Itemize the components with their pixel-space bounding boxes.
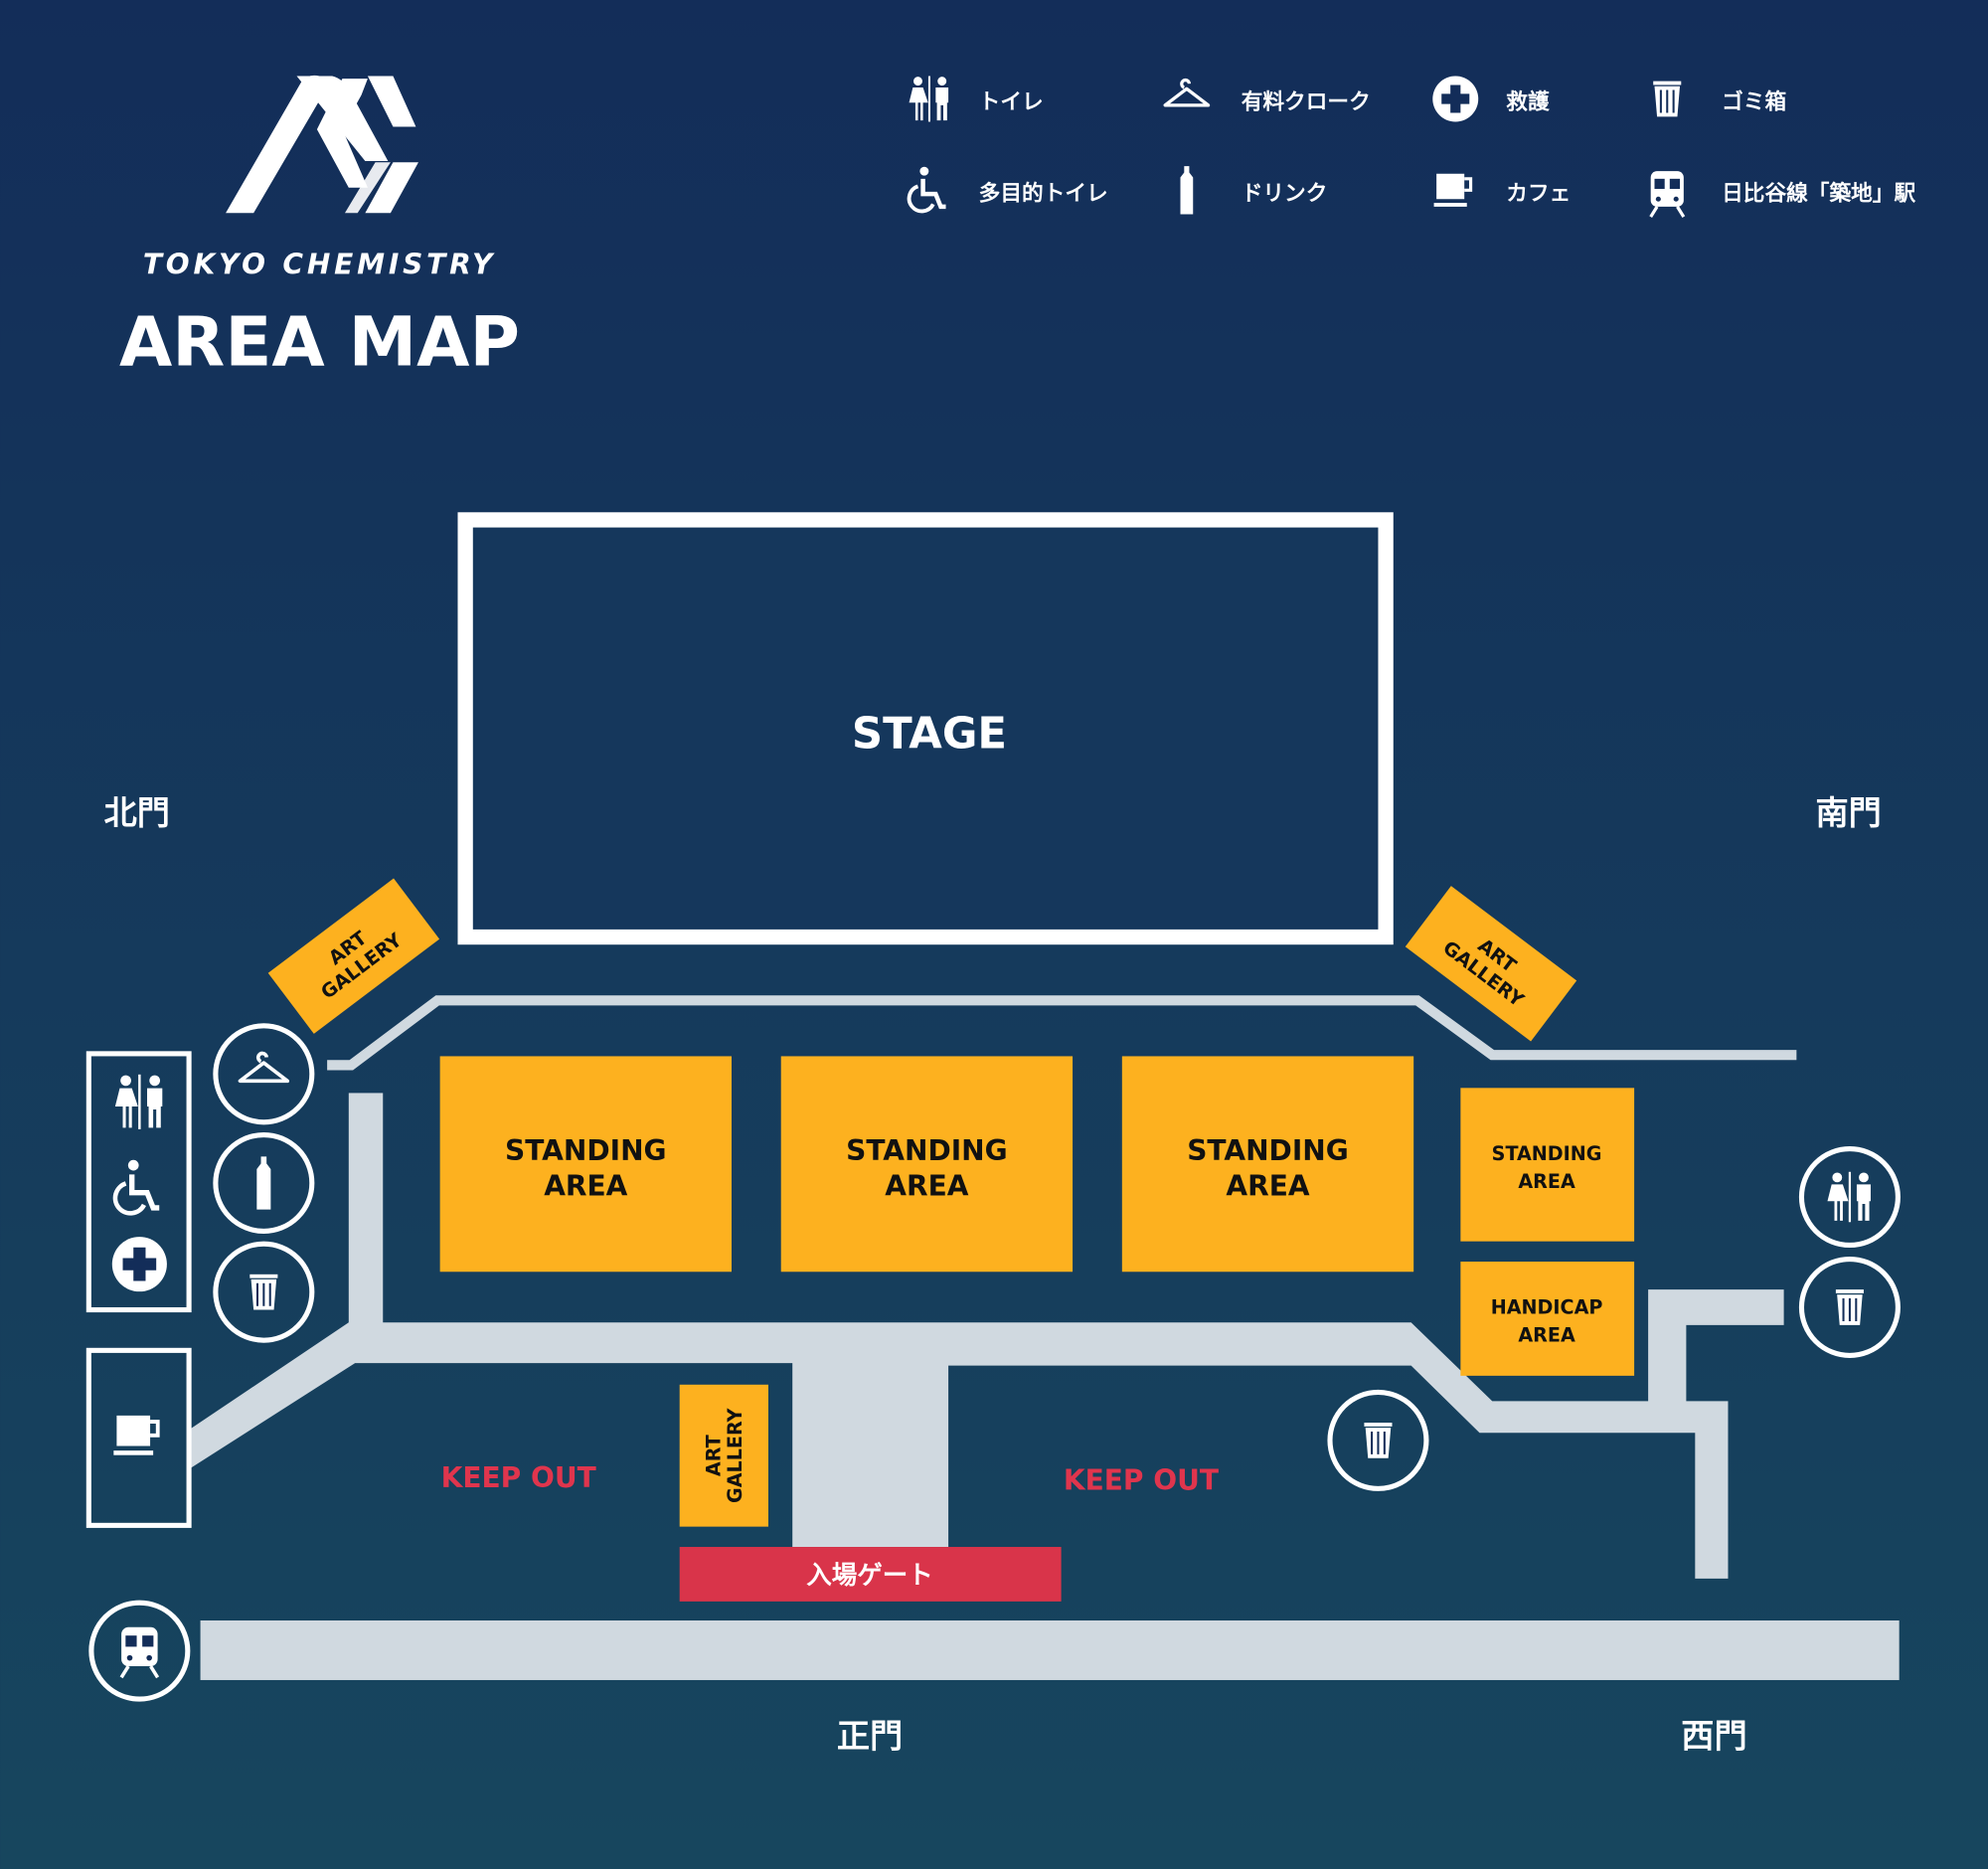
svg-text:AREA: AREA	[544, 1170, 627, 1203]
svg-text:HANDICAP: HANDICAP	[1491, 1295, 1603, 1318]
trash-icon	[1834, 1288, 1865, 1326]
legend-label: ゴミ箱	[1722, 89, 1786, 115]
svg-text:STANDING: STANDING	[1187, 1134, 1349, 1167]
svg-text:STANDING: STANDING	[1492, 1142, 1602, 1165]
west-gate-label: 西門	[1681, 1717, 1746, 1756]
legend-label: ドリンク	[1242, 182, 1328, 207]
main-gate-label: 正門	[837, 1717, 903, 1756]
svg-text:STANDING: STANDING	[505, 1134, 667, 1167]
cafe-panel	[85, 1347, 192, 1528]
svg-text:入場ゲート: 入場ゲート	[806, 1561, 933, 1591]
legend-label: 有料クローク	[1242, 89, 1371, 115]
svg-text:ART: ART	[703, 1435, 726, 1476]
svg-text:STANDING: STANDING	[846, 1134, 1008, 1167]
south-gate-label: 南門	[1815, 793, 1881, 832]
svg-text:AREA: AREA	[1518, 1323, 1575, 1346]
art-gallery: ART GALLERY	[267, 878, 440, 1034]
art-gallery: ART GALLERY	[679, 1384, 768, 1527]
logo: TOKYO CHEMISTRY	[143, 75, 496, 280]
first-aid-icon	[1432, 76, 1479, 122]
walkways	[190, 995, 1900, 1680]
stage	[457, 512, 1394, 945]
facility-markers	[88, 1023, 1901, 1702]
trash-icon	[1363, 1422, 1394, 1459]
stage-label: STAGE	[852, 710, 1007, 760]
trash-icon	[1652, 80, 1683, 118]
trash-icon	[248, 1273, 279, 1311]
walkway	[348, 1093, 384, 1341]
legend-label: 救護	[1506, 89, 1550, 115]
walkway	[190, 1289, 1784, 1579]
legend-label: カフェ	[1506, 182, 1571, 207]
standing-area: STANDING AREA	[780, 1056, 1074, 1273]
page-title: AREA MAP	[119, 302, 520, 382]
standing-area: STANDING AREA	[439, 1056, 732, 1273]
keep-out-label: KEEP OUT	[1064, 1464, 1219, 1497]
legend: トイレ 有料クローク 救護 ゴミ箱 多目的トイレ ドリンク カフェ 日比谷線「築…	[910, 76, 1915, 219]
legend-label: トイレ	[979, 90, 1044, 115]
first-aid-icon	[111, 1237, 167, 1292]
standing-area: STANDING AREA	[1460, 1088, 1635, 1242]
legend-label: 多目的トイレ	[979, 181, 1108, 207]
handicap-area: HANDICAP AREA	[1460, 1262, 1635, 1376]
legend-label: 日比谷線「築地」駅	[1722, 181, 1915, 207]
keep-out-label: KEEP OUT	[441, 1461, 596, 1494]
main-road	[200, 1620, 1900, 1680]
facility-panel	[85, 1051, 192, 1313]
fence-line	[327, 995, 1797, 1071]
entrance-gate: 入場ゲート	[679, 1547, 1062, 1602]
standing-area: STANDING AREA	[1121, 1056, 1414, 1273]
svg-text:AREA: AREA	[1226, 1170, 1309, 1203]
svg-text:AREA: AREA	[885, 1170, 968, 1203]
north-gate-label: 北門	[104, 793, 170, 832]
svg-text:AREA: AREA	[1518, 1170, 1575, 1193]
svg-text:GALLERY: GALLERY	[724, 1407, 746, 1503]
logo-wordmark: TOKYO CHEMISTRY	[143, 248, 496, 280]
